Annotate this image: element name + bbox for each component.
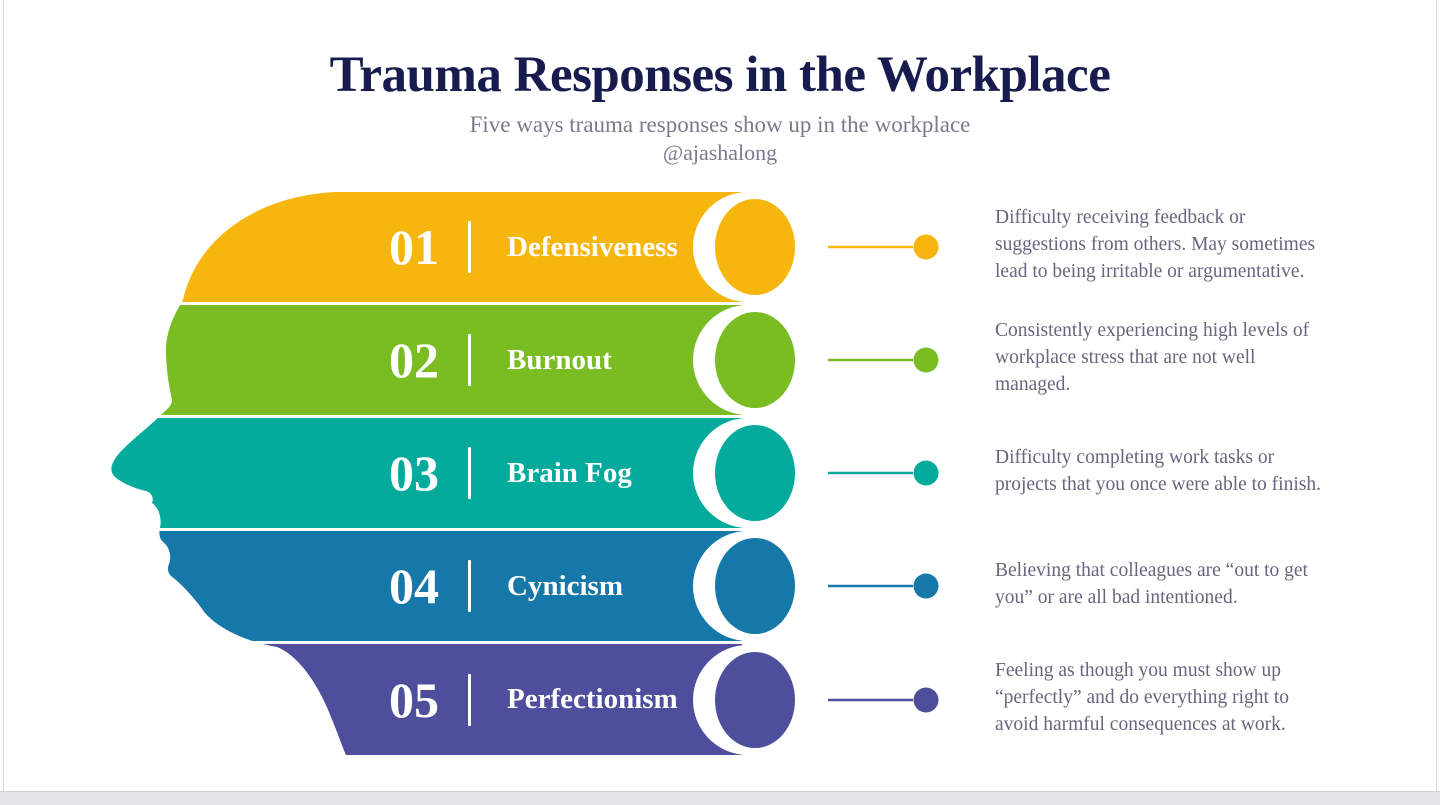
row-title-05: 05 Perfectionism: [378, 644, 678, 755]
band-01-circle: [715, 199, 795, 295]
row-number-02: 02: [389, 332, 439, 388]
row-divider-02: [468, 334, 471, 386]
row-number-03: 03: [389, 445, 439, 501]
row-label-01: Defensiveness: [507, 230, 678, 263]
row-description-03: Difficulty completing work tasks or proj…: [995, 447, 1321, 495]
row-divider-01: [468, 221, 471, 273]
band-02: [111, 305, 743, 415]
row-label-03: Brain Fog: [507, 456, 632, 489]
page-subtitle: Five ways trauma responses show up in th…: [469, 112, 971, 137]
band-05-circle: [715, 652, 795, 748]
row-label-05: Perfectionism: [507, 683, 678, 715]
row-divider-03: [468, 447, 471, 499]
band-03: [111, 418, 743, 528]
band-04: [111, 531, 743, 641]
slide-bottom-strip: [0, 791, 1440, 805]
dot-03: [913, 460, 939, 486]
dot-05: [913, 687, 939, 713]
slide-left-border: [3, 0, 4, 792]
row-number-01: 01: [389, 219, 439, 275]
row-divider-04: [468, 560, 471, 612]
row-title-02: 02 Burnout: [378, 305, 612, 415]
page-title: Trauma Responses in the Workplace: [329, 47, 1111, 103]
row-description-05: Feeling as though you must show up “perf…: [995, 660, 1290, 735]
row-title-01: 01 Defensiveness: [378, 192, 678, 302]
dot-01: [913, 234, 939, 260]
band-03-circle: [715, 425, 795, 521]
header: Trauma Responses in the Workplace Five w…: [0, 0, 1440, 166]
band-02-circle: [715, 312, 795, 408]
row-label-02: Burnout: [507, 343, 612, 376]
row-description-04: Believing that colleagues are “out to ge…: [995, 560, 1308, 608]
row-divider-05: [468, 673, 471, 726]
dot-02: [913, 347, 939, 373]
band-04-circle: [715, 538, 795, 634]
slide-right-border: [1436, 0, 1437, 792]
row-number-04: 04: [389, 558, 439, 614]
row-title-04: 04 Cynicism: [378, 531, 623, 641]
row-description-01: Difficulty receiving feedback or suggest…: [995, 207, 1316, 282]
row-number-05: 05: [389, 671, 439, 728]
dot-04: [913, 573, 939, 599]
author-handle: @ajashalong: [662, 140, 778, 165]
row-label-04: Cynicism: [507, 569, 623, 602]
row-title-03: 03 Brain Fog: [378, 418, 632, 528]
row-description-02: Consistently experiencing high levels of…: [995, 320, 1310, 395]
